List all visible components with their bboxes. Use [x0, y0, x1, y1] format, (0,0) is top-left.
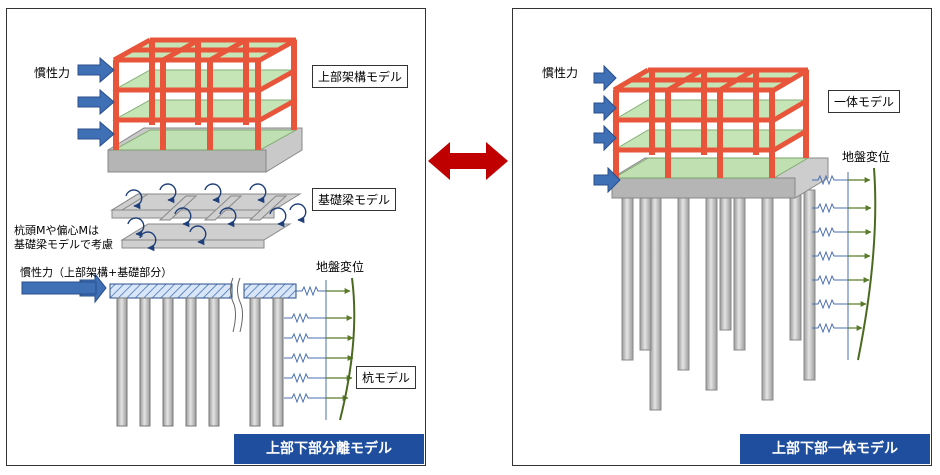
left-foundation-beams [110, 183, 307, 252]
left-pile-model [21, 272, 356, 427]
right-inertia-label: 慣性力 [542, 66, 579, 80]
moment-note-line2: 基礎梁モデルで考慮 [14, 238, 113, 251]
inertia-full-label: 慣性力（上部架構+基礎部分） [20, 266, 173, 279]
left-superstructure [77, 37, 303, 173]
right-title: 上部下部一体モデル [740, 434, 930, 464]
pile-model-label: 杭モデル [356, 366, 417, 389]
superstructure-model-label: 上部架構モデル [312, 65, 409, 88]
left-inertia-label: 慣性力 [34, 66, 71, 80]
integrated-model-label: 一体モデル [828, 90, 901, 113]
moment-note-line1: 杭頭Mや偏心Mは [14, 224, 99, 237]
left-title: 上部下部分離モデル [234, 434, 424, 464]
foundation-beam-model-label: 基礎梁モデル [312, 188, 397, 211]
right-ground-displacement-label: 地盤変位 [842, 150, 891, 164]
left-ground-displacement-label: 地盤変位 [316, 260, 365, 274]
right-integrated-model [593, 64, 877, 411]
double-arrow [428, 142, 508, 180]
